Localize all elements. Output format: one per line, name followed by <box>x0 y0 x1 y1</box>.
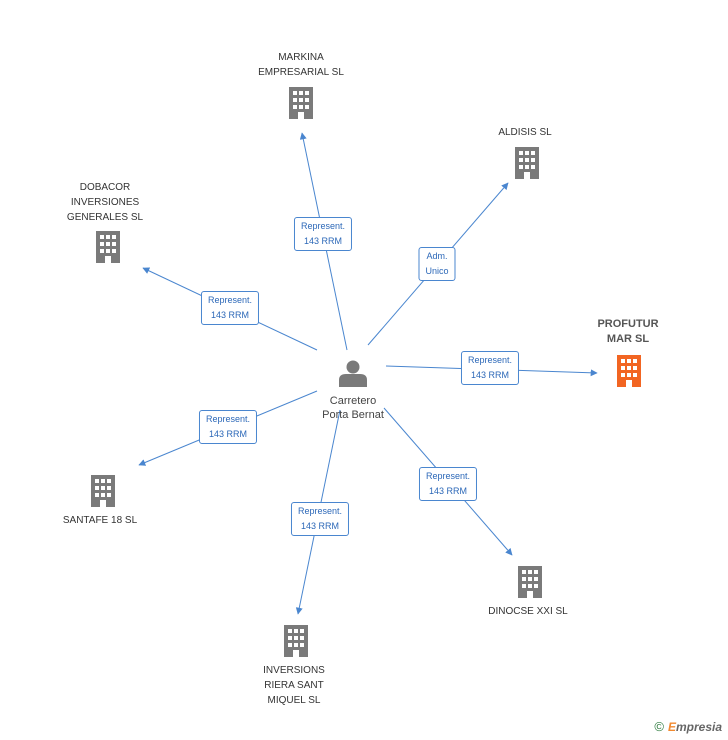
edges <box>138 132 598 615</box>
edge-label-line: Represent. <box>207 295 253 305</box>
building-icon[interactable] <box>518 566 542 598</box>
edge-label-line: Represent. <box>425 471 471 481</box>
node-label-line: SANTAFE 18 SL <box>62 515 138 526</box>
node-label-line: INVERSIONS <box>263 665 325 676</box>
node-label-line: GENERALES SL <box>66 212 144 223</box>
node-label-line: PROFUTUR <box>597 318 659 330</box>
node-label-profutur[interactable]: PROFUTUR MAR SL <box>597 317 658 347</box>
edge-label-line: 143 RRM <box>303 236 342 246</box>
edge-label-dinocse[interactable]: Represent. 143 RRM <box>418 467 478 501</box>
brand-name[interactable]: mpresia <box>675 720 722 734</box>
node-label-dinocse[interactable]: DINOCSE XXI SL <box>488 604 567 619</box>
edge-label-line: Unico <box>425 266 449 276</box>
building-icon[interactable] <box>91 475 115 507</box>
building-icon[interactable] <box>289 87 313 119</box>
node-label-line: ALDISIS SL <box>498 127 552 138</box>
node-label-markina[interactable]: MARKINA EMPRESARIAL SL <box>258 50 344 80</box>
edge-label-markina[interactable]: Represent. 143 RRM <box>293 217 353 251</box>
building-icon[interactable] <box>284 625 308 657</box>
edge-label-line: Represent. <box>205 414 251 424</box>
footer-credit: ©Empresia <box>654 719 722 734</box>
copyright-symbol: © <box>654 719 664 734</box>
edge-label-line: 143 RRM <box>210 310 249 320</box>
edge-label-inversions[interactable]: Represent. 143 RRM <box>290 502 350 536</box>
edge-label-line: 143 RRM <box>428 486 467 496</box>
node-label-inversions[interactable]: INVERSIONS RIERA SANT MIQUEL SL <box>263 663 325 708</box>
edge-label-line: Represent. <box>467 355 513 365</box>
node-label-aldisis[interactable]: ALDISIS SL <box>498 125 551 140</box>
node-label-line: INVERSIONES <box>70 197 140 208</box>
edge-label-line: 143 RRM <box>208 429 247 439</box>
edge-label-dobacor[interactable]: Represent. 143 RRM <box>200 291 260 325</box>
edge-label-profutur[interactable]: Represent. 143 RRM <box>460 351 520 385</box>
edge-label-aldisis[interactable]: Adm. Unico <box>418 247 456 281</box>
node-label-santafe[interactable]: SANTAFE 18 SL <box>63 513 137 528</box>
node-label-dobacor[interactable]: DOBACOR INVERSIONES GENERALES SL <box>67 180 143 225</box>
building-icon[interactable] <box>96 231 120 263</box>
node-label-line: DINOCSE XXI SL <box>488 606 568 617</box>
edge-label-line: Represent. <box>300 221 346 231</box>
node-label-line: RIERA SANT <box>264 680 324 691</box>
edge-label-line: Represent. <box>297 506 343 516</box>
node-label-line: EMPRESARIAL SL <box>258 67 344 78</box>
edge-label-line: 143 RRM <box>470 370 509 380</box>
building-icon[interactable] <box>617 355 641 387</box>
node-label-line: MAR SL <box>606 333 650 345</box>
node-label-line: MARKINA <box>278 52 324 63</box>
node-label-line: MIQUEL SL <box>267 695 321 706</box>
icons <box>91 87 641 657</box>
building-icon[interactable] <box>515 147 539 179</box>
person-icon[interactable] <box>339 360 367 388</box>
brand-initial[interactable]: E <box>667 720 676 734</box>
edge-label-line: 143 RRM <box>300 521 339 531</box>
center-label-line: Porta Bernat <box>322 409 384 421</box>
node-label-line: DOBACOR <box>79 182 131 193</box>
center-label-line: Carretero <box>329 395 377 407</box>
edge-label-line: Adm. <box>426 251 448 261</box>
edge-label-santafe[interactable]: Represent. 143 RRM <box>198 410 258 444</box>
